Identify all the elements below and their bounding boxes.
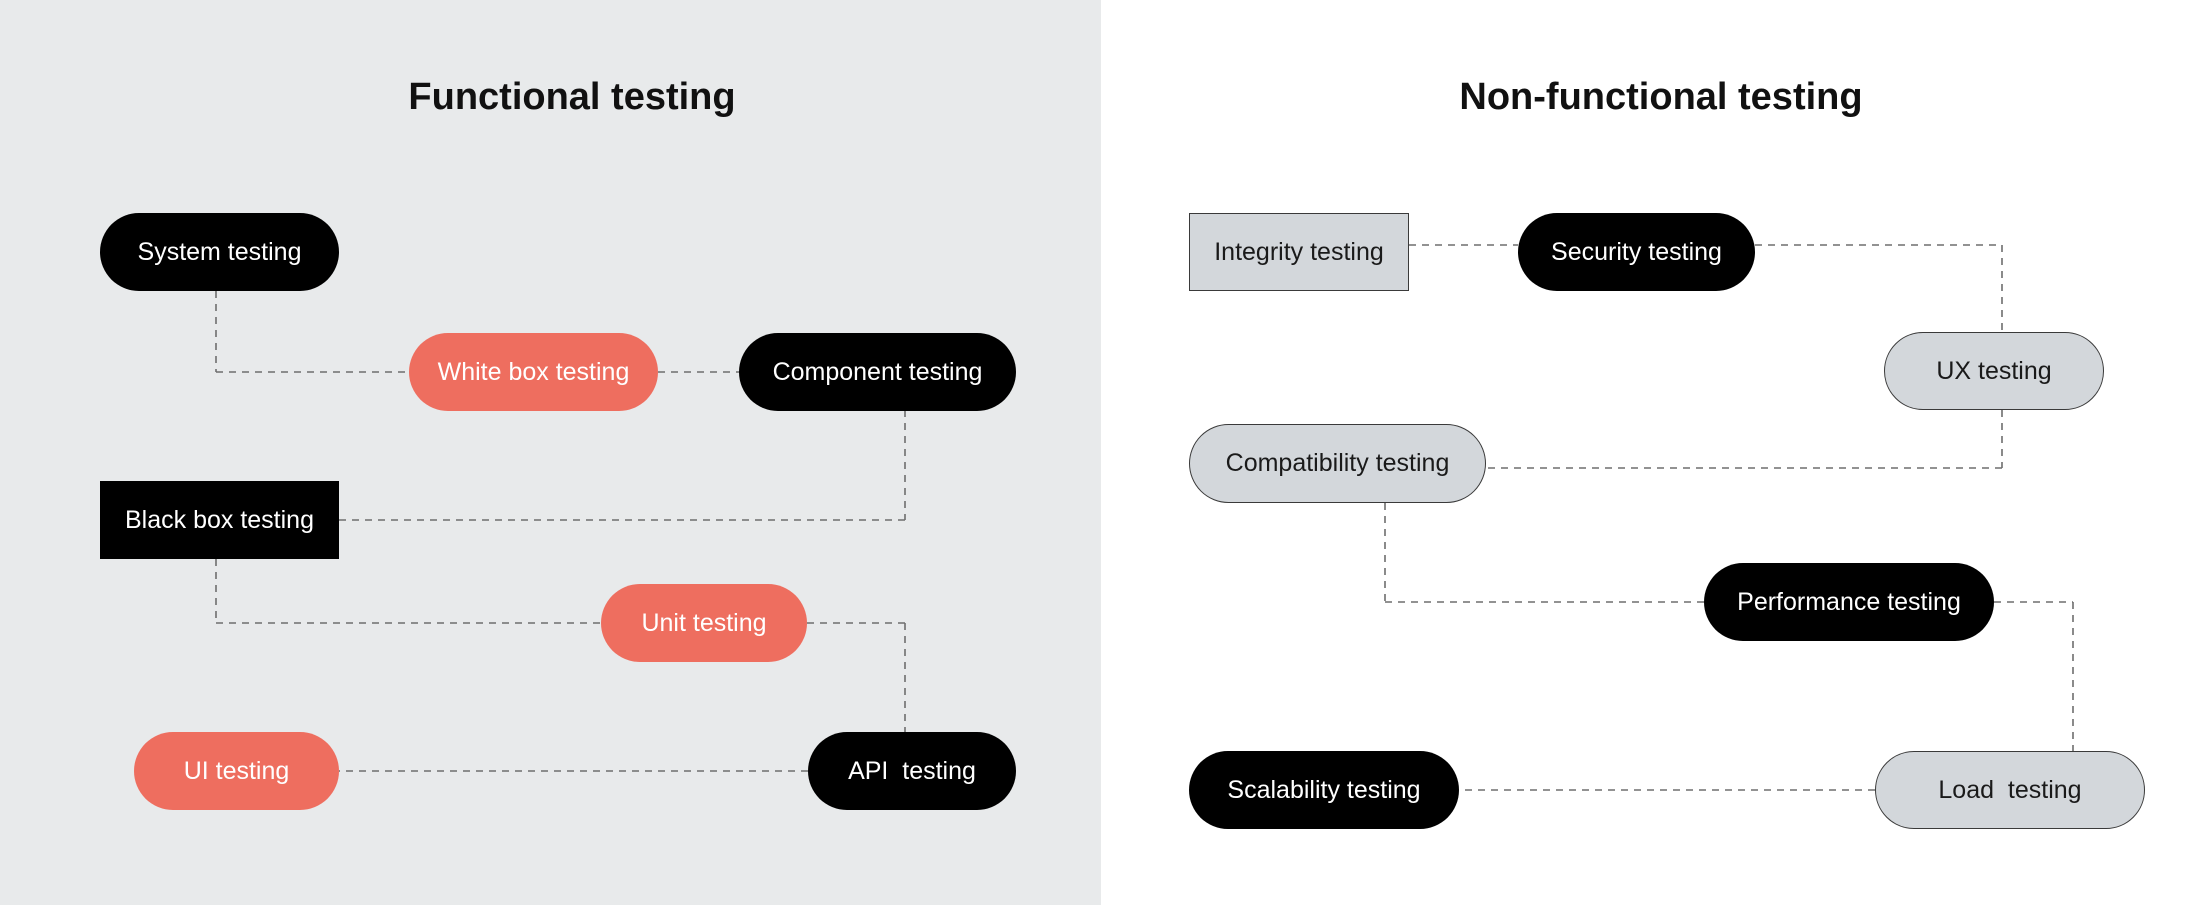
node-component-testing: Component testing <box>739 333 1016 411</box>
node-ui-testing: UI testing <box>134 732 339 810</box>
node-load-testing: Load testing <box>1875 751 2145 829</box>
functional-testing-title: Functional testing <box>408 76 736 118</box>
node-compatibility-testing: Compatibility testing <box>1189 424 1486 503</box>
node-ux-testing: UX testing <box>1884 332 2104 410</box>
non-functional-testing-title: Non-functional testing <box>1459 76 1863 118</box>
node-scalability-testing: Scalability testing <box>1189 751 1459 829</box>
node-api-testing: API testing <box>808 732 1016 810</box>
node-performance-testing: Performance testing <box>1704 563 1994 641</box>
node-system-testing: System testing <box>100 213 339 291</box>
node-white-box-testing: White box testing <box>409 333 658 411</box>
node-integrity-testing: Integrity testing <box>1189 213 1409 291</box>
node-unit-testing: Unit testing <box>601 584 807 662</box>
node-black-box-testing: Black box testing <box>100 481 339 559</box>
node-security-testing: Security testing <box>1518 213 1755 291</box>
